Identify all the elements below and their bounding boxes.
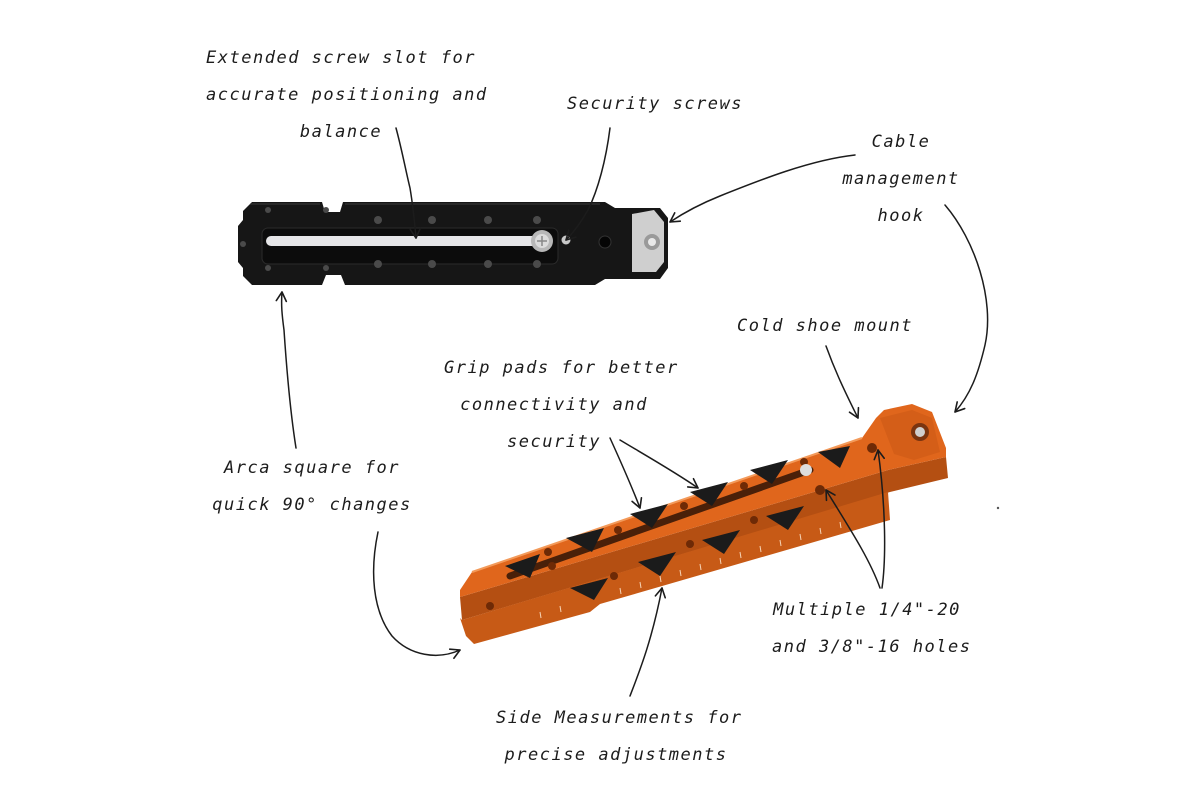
- orange-plate-holes: [486, 443, 877, 610]
- label-cold-shoe-line-1: Cold shoe mount: [736, 316, 914, 336]
- label-screw-slot-line-1: Extended screw slot for: [206, 48, 476, 68]
- arrow-security-screws: [565, 127, 611, 241]
- label-screw-slot-line-2: accurate positioning and: [206, 85, 488, 105]
- cold-shoe-mount: [880, 410, 940, 460]
- label-grip-pads-line-3: security: [507, 432, 601, 452]
- arrow-grip-pads-2: [619, 439, 699, 489]
- speck: [996, 506, 1000, 510]
- arrow-holes-2: [873, 449, 886, 589]
- arrow-screw-slot: [395, 127, 422, 239]
- label-arca-square-line-2: quick 90° changes: [212, 495, 412, 515]
- label-screw-slot-line-3: balance: [299, 122, 383, 142]
- black-plate: [238, 202, 668, 285]
- label-arca-square-line-1: Arca square for: [223, 458, 401, 478]
- label-arca-square: Arca square for quick 90° changes: [212, 450, 412, 524]
- arrow-cold-shoe: [825, 345, 860, 419]
- black-plate-holes: [240, 207, 541, 271]
- label-side-measurements: Side Measurements for precise adjustment…: [496, 700, 743, 774]
- label-grip-pads-line-1: Grip pads for better: [444, 358, 679, 378]
- label-side-measurements-line-2: precise adjustments: [504, 745, 728, 765]
- label-screw-slot: Extended screw slot for accurate positio…: [206, 40, 488, 151]
- label-multiple-holes-line-2: and 3/8"-16 holes: [772, 637, 972, 657]
- label-multiple-holes-line-1: Multiple 1/4"-20: [773, 600, 961, 620]
- main-screw: [531, 230, 553, 252]
- side-measurement-ticks: [539, 521, 842, 619]
- label-security-screws-line-1: Security screws: [566, 94, 744, 114]
- arrow-arca-square-up: [275, 291, 297, 449]
- arrow-grip-pads-1: [609, 437, 643, 509]
- label-cable-hook-line-2: management: [842, 169, 960, 189]
- screw-slot: [266, 236, 546, 246]
- label-grip-pads-line-2: connectivity and: [460, 395, 648, 415]
- arrow-cable-hook: [669, 154, 856, 223]
- label-cable-hook-line-3: hook: [877, 206, 925, 226]
- arrow-holes-1: [825, 489, 881, 589]
- arrow-hook-to-orange: [944, 204, 989, 413]
- grip-pads: [505, 446, 850, 600]
- label-multiple-holes: Multiple 1/4"-20 and 3/8"-16 holes: [772, 592, 972, 666]
- label-grip-pads: Grip pads for better connectivity and se…: [444, 350, 679, 461]
- orange-slot: [506, 466, 814, 580]
- arrow-arca-square-down: [372, 531, 461, 660]
- label-side-measurements-line-1: Side Measurements for: [496, 708, 743, 728]
- label-cold-shoe: Cold shoe mount: [730, 308, 920, 345]
- label-cable-hook-line-1: Cable: [871, 132, 931, 152]
- cable-hook: [632, 210, 664, 272]
- label-security-screws: Security screws: [560, 86, 750, 123]
- label-cable-hook: Cable management hook: [836, 124, 966, 235]
- arrow-side-measurements: [629, 587, 667, 697]
